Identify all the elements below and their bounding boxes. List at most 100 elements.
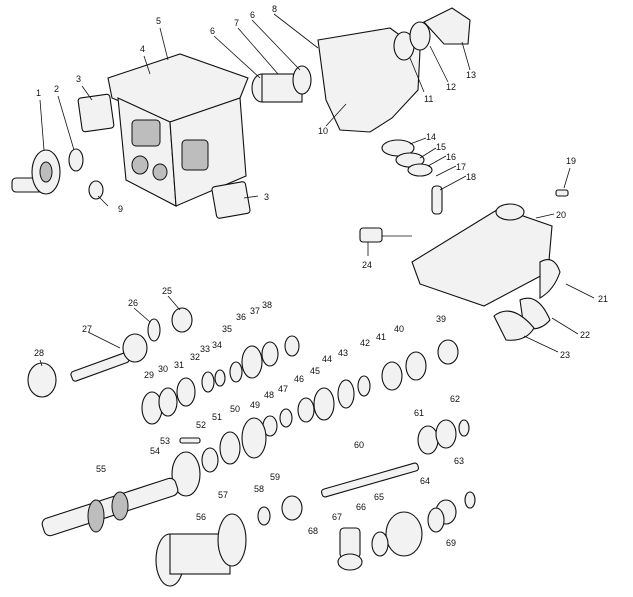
- callout-20: 20: [556, 210, 566, 220]
- callout-51: 51: [212, 412, 222, 422]
- callout-6b: 6: [250, 10, 255, 20]
- callout-11: 11: [424, 94, 433, 104]
- main-housing: [107, 53, 249, 207]
- callout-22: 22: [580, 330, 590, 340]
- screw: [555, 189, 569, 197]
- callout-61: 61: [414, 408, 424, 418]
- callout-69: 69: [446, 538, 456, 548]
- callout-6a: 6: [210, 26, 215, 36]
- callout-34: 34: [212, 340, 222, 350]
- rear-extension-housing: [251, 7, 471, 133]
- callout-21: 21: [598, 294, 608, 304]
- callout-59: 59: [270, 472, 280, 482]
- breather-detail: [359, 227, 412, 243]
- callout-54: 54: [150, 446, 160, 456]
- callout-2: 2: [54, 84, 59, 94]
- clip-62: [458, 419, 470, 437]
- bearing-61: [417, 425, 439, 455]
- callout-58: 58: [254, 484, 264, 494]
- callout-52: 52: [196, 420, 206, 430]
- bearing-left: [27, 362, 57, 398]
- bearing: [171, 307, 193, 333]
- callout-41: 41: [376, 332, 386, 342]
- bearing-69: [427, 507, 445, 533]
- callout-35: 35: [222, 324, 232, 334]
- callout-53: 53: [160, 436, 170, 446]
- callout-23: 23: [560, 350, 570, 360]
- callout-29: 29: [144, 370, 154, 380]
- callout-8: 8: [272, 4, 277, 14]
- callout-60: 60: [354, 440, 364, 450]
- callout-62: 62: [450, 394, 460, 404]
- callout-3a: 3: [76, 74, 81, 84]
- callout-56: 56: [196, 512, 206, 522]
- callout-46: 46: [294, 374, 304, 384]
- callout-24: 24: [362, 260, 372, 270]
- callout-25: 25: [162, 286, 172, 296]
- callout-39: 39: [436, 314, 446, 324]
- callout-32: 32: [190, 352, 200, 362]
- callout-19: 19: [566, 156, 576, 166]
- snap-ring: [147, 318, 161, 342]
- callout-47: 47: [278, 384, 288, 394]
- shifter-assembly: [381, 139, 443, 215]
- callout-43: 43: [338, 348, 348, 358]
- callout-13: 13: [466, 70, 476, 80]
- callout-27: 27: [82, 324, 92, 334]
- callout-49: 49: [250, 400, 260, 410]
- callout-66: 66: [356, 502, 366, 512]
- callout-26: 26: [128, 298, 138, 308]
- gear-65: [385, 511, 423, 557]
- callout-42: 42: [360, 338, 370, 348]
- callout-1: 1: [36, 88, 41, 98]
- callout-16: 16: [446, 152, 456, 162]
- callout-10: 10: [318, 126, 328, 136]
- cover-plate-right: [211, 181, 251, 219]
- callout-37: 37: [250, 306, 260, 316]
- bearing-61b: [435, 419, 457, 449]
- callout-63: 63: [454, 456, 464, 466]
- callout-38: 38: [262, 300, 272, 310]
- callout-3b: 3: [264, 192, 269, 202]
- callout-7: 7: [234, 18, 239, 28]
- callout-44: 44: [322, 354, 332, 364]
- callout-36: 36: [236, 312, 246, 322]
- callout-48: 48: [264, 390, 274, 400]
- callout-5: 5: [156, 16, 161, 26]
- mainshaft-gears: [141, 335, 459, 497]
- callout-65: 65: [374, 492, 384, 502]
- callout-labels: 1 2 3 4 5 6 7 6 8 9 10 11 12 13 3 14 15 …: [34, 4, 608, 548]
- callout-55: 55: [96, 464, 106, 474]
- callout-67: 67: [332, 512, 342, 522]
- long-shaft: [320, 462, 420, 498]
- callout-15: 15: [436, 142, 446, 152]
- washer: [257, 506, 271, 526]
- callout-31: 31: [174, 360, 184, 370]
- plug-68: [337, 553, 363, 571]
- callout-18: 18: [466, 172, 476, 182]
- plug: [88, 180, 104, 200]
- callout-17: 17: [456, 162, 466, 172]
- callout-30: 30: [158, 364, 168, 374]
- callout-9: 9: [118, 204, 123, 214]
- callout-64: 64: [420, 476, 430, 486]
- ring-63: [464, 491, 476, 509]
- input-shaft: [70, 333, 148, 382]
- countershaft: [41, 477, 179, 537]
- cluster-gear: [155, 513, 247, 587]
- leader-lines: [39, 13, 595, 367]
- callout-50: 50: [230, 404, 240, 414]
- callout-68: 68: [308, 526, 318, 536]
- bearing-cup: [281, 495, 303, 521]
- callout-40: 40: [394, 324, 404, 334]
- callout-57: 57: [218, 490, 228, 500]
- shift-forks: [493, 259, 561, 341]
- callout-4: 4: [140, 44, 145, 54]
- washer-66: [371, 531, 389, 557]
- callout-33: 33: [200, 344, 210, 354]
- callout-14: 14: [426, 132, 436, 142]
- callout-12: 12: [446, 82, 456, 92]
- callout-28: 28: [34, 348, 44, 358]
- input-flange-shaft: [11, 149, 61, 195]
